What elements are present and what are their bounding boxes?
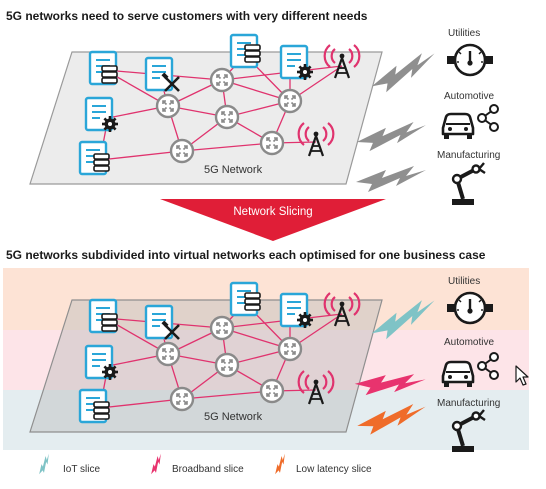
- server-icon: [229, 33, 261, 69]
- legend: IoT slice Broadband slice Low latency sl…: [34, 452, 372, 477]
- legend-label-broadband: Broadband slice: [172, 464, 244, 475]
- router-icon: [155, 93, 181, 119]
- network-label: 5G Network: [204, 164, 263, 176]
- customer-label-manufacturing: Manufacturing: [437, 150, 500, 161]
- router-icon: [169, 386, 195, 412]
- server-icon: [229, 281, 261, 317]
- router-icon: [209, 315, 235, 341]
- router-icon: [169, 138, 195, 164]
- mouse-cursor-icon: [515, 365, 529, 386]
- router-icon: [259, 378, 285, 404]
- customer-label-automotive: Automotive: [444, 91, 494, 102]
- arrow-shape: [160, 199, 386, 241]
- share-icon: [477, 104, 499, 132]
- legend-item-low-latency: Low latency slice: [270, 452, 372, 477]
- network-label: 5G Network: [204, 411, 263, 423]
- top-network-area: [29, 51, 383, 185]
- server-settings-icon: [84, 96, 120, 134]
- top-network: 5G Network: [29, 33, 383, 185]
- legend-label-low-latency: Low latency slice: [296, 464, 372, 475]
- legend-label-iot: IoT slice: [63, 464, 100, 475]
- car-icon: [441, 360, 475, 389]
- server-icon: [78, 140, 110, 176]
- car-icon: [441, 112, 475, 141]
- top-customers: Utilities Automotive Manufacturing: [437, 28, 500, 207]
- bottom-heading: 5G networks subdivided into virtual netw…: [6, 248, 486, 262]
- bottom-network: 5G Network: [29, 281, 383, 433]
- bottom-network-area: [29, 299, 383, 433]
- customer-label-utilities: Utilities: [448, 28, 480, 39]
- router-icon: [277, 88, 303, 114]
- network-slicing-arrow: Network Slicing: [160, 199, 386, 241]
- gauge-icon: [445, 43, 495, 77]
- customer-label-utilities: Utilities: [448, 276, 480, 287]
- customer-label-automotive: Automotive: [444, 337, 494, 348]
- server-icon: [88, 298, 118, 334]
- router-icon: [155, 341, 181, 367]
- legend-item-broadband: Broadband slice: [146, 452, 244, 477]
- server-settings-icon: [84, 344, 120, 382]
- top-heading: 5G networks need to serve customers with…: [6, 9, 368, 23]
- router-icon: [259, 130, 285, 156]
- arrow-label: Network Slicing: [233, 206, 312, 218]
- router-icon: [214, 352, 240, 378]
- server-icon: [88, 50, 118, 86]
- customer-label-manufacturing: Manufacturing: [437, 398, 500, 409]
- legend-item-iot: IoT slice: [34, 452, 100, 477]
- robot-arm-icon: [450, 161, 487, 207]
- router-icon: [277, 336, 303, 362]
- bottom-customers: Utilities Automotive Manufacturing: [437, 276, 500, 454]
- router-icon: [209, 67, 235, 93]
- server-icon: [78, 388, 110, 424]
- router-icon: [214, 104, 240, 130]
